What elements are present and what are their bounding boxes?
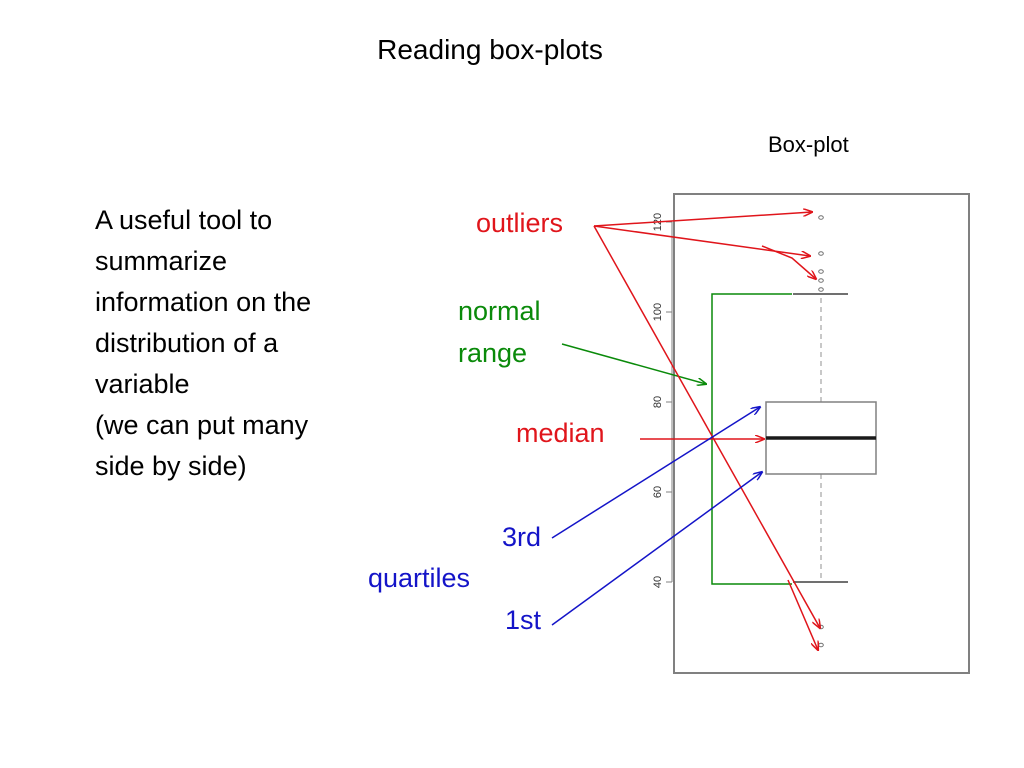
description-line: variable [95,369,190,399]
outlier-point [818,269,824,274]
y-axis-ticks: 406080100120 [652,213,672,588]
normal-range-label-line1: normal [458,296,541,326]
third-quartile-arrow [551,407,760,539]
y-tick-label: 40 [652,576,664,588]
y-tick-label: 60 [652,486,664,498]
y-tick-label: 100 [652,303,664,321]
outlier-arrow-top [593,212,812,227]
median-label: median [516,418,605,448]
outlier-point [818,215,824,220]
y-tick-label: 80 [652,396,664,408]
outlier-point [818,642,824,648]
outlier-point [818,278,824,283]
description-line: A useful tool to [95,205,273,235]
outlier-point [818,287,824,292]
outlier-point [818,251,824,256]
first-quartile-arrow [551,472,762,626]
quartiles-label: quartiles [368,563,471,593]
normal-range-arrow [561,343,706,384]
description-line: summarize [95,246,228,276]
description-line: side by side) [95,451,247,481]
description-line: information on the [95,287,312,317]
description-text: A useful tool to summarize information o… [95,200,395,487]
outlier-arrow-low-2 [787,579,818,650]
boxplot [765,215,877,648]
plot-frame [673,193,970,674]
slide-title: Reading box-plots [377,34,603,65]
plot-caption: Box-plot [768,132,849,157]
outlier-arrow-low [593,225,820,628]
description-line: (we can put many [95,410,309,440]
description-line: distribution of a [95,328,279,358]
third-quartile-label: 3rd [502,522,542,552]
normal-range-label-line2: range [458,338,528,368]
outlier-arrow-cluster [761,245,816,279]
outliers-label: outliers [476,208,564,238]
first-quartile-label: 1st [505,605,542,635]
